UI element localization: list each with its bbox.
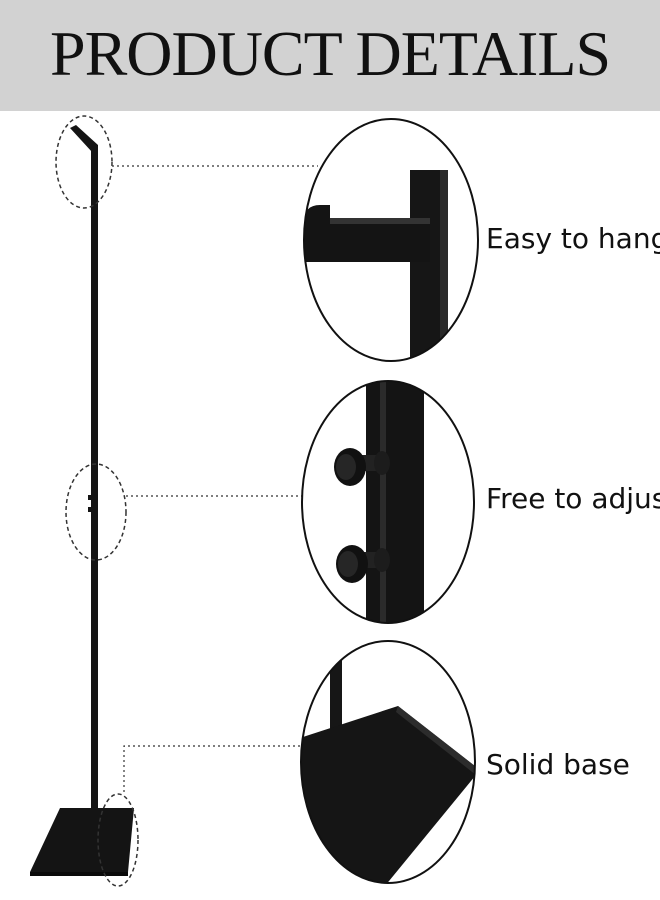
base-marker — [97, 793, 139, 887]
callout-easy-to-hang: Easy to hang — [486, 222, 660, 255]
callout-solid-base: Solid base — [486, 748, 630, 781]
adjust-marker — [65, 463, 127, 561]
callout-free-to-adjust: Free to adjust — [486, 482, 660, 515]
page-title: PRODUCT DETAILS — [49, 18, 611, 89]
header-banner: PRODUCT DETAILS — [0, 0, 660, 111]
stand-icon — [30, 125, 134, 876]
hook-icon — [304, 170, 448, 361]
adjust-knob-icon — [334, 381, 424, 623]
base-plate-icon — [301, 650, 475, 883]
hook-marker — [55, 115, 113, 209]
